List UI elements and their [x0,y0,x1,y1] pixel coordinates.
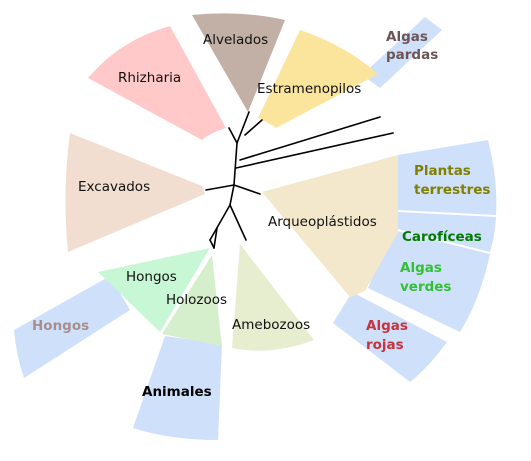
hongos-sub-wedge [14,276,130,378]
plantas-terrestres-wedge [398,140,497,215]
label-animales: Animales [142,384,212,400]
label-arqueoplastidos: Arqueoplástidos [268,214,377,230]
label-amebozoos: Amebozoos [232,317,310,333]
animales-wedge [133,336,222,440]
label-alvelados: Alvelados [203,32,268,48]
label-algas-pardas: Algas pardas [386,29,438,63]
label-excavados: Excavados [78,179,150,195]
label-hongos: Hongos [126,269,177,285]
group-labels: Alvelados Rhizharia Estramenopilos Excav… [78,32,377,333]
subgroup-wedges [14,17,497,440]
label-plantas-terrestres: Plantas terrestres [414,163,490,198]
label-holozoos: Holozoos [166,292,227,308]
holozoos-wedge [162,255,222,346]
alvelados-wedge [192,13,285,112]
algas-verdes-wedge [368,230,490,332]
label-hongos-sub: Hongos [32,318,89,334]
label-rhizharia: Rhizharia [118,70,181,86]
subgroup-labels: Algas pardas Plantas terrestres Carofíce… [32,29,490,400]
tree-branches [205,111,394,249]
excavados-wedge [65,133,205,252]
hongos-wedge [98,248,210,332]
caroficeas-wedge [394,212,496,252]
label-algas-verdes: Algas verdes [400,260,451,295]
amebozoos-wedge [232,244,314,351]
algas-rojas-wedge [333,292,447,382]
rhizharia-wedge [88,26,226,140]
label-estramenopilos: Estramenopilos [257,81,361,97]
group-wedges [65,13,398,351]
label-algas-rojas: Algas rojas [366,318,413,353]
algas-pardas-wedge [362,17,442,88]
estramenopilos-wedge [258,30,378,128]
label-caroficeas: Carofíceas [402,229,482,245]
arqueoplastidos-wedge [262,155,398,297]
